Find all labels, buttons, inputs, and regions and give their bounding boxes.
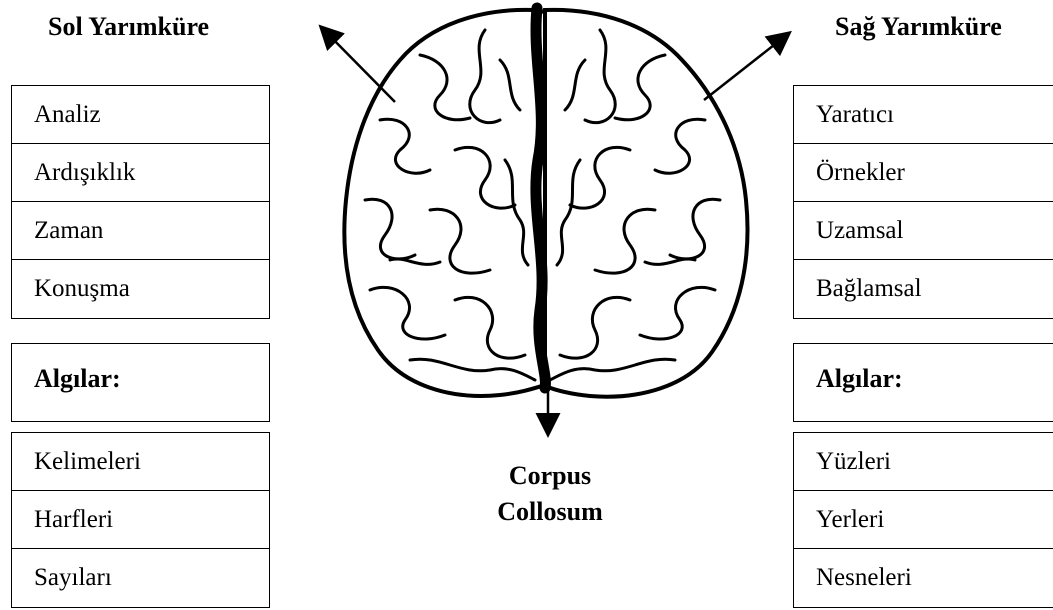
- left-functions-list: Analiz Ardışıklık Zaman Konuşma: [11, 85, 270, 319]
- arrow-right: [704, 34, 788, 100]
- arrow-left: [322, 28, 395, 102]
- list-item: Yüzleri: [794, 433, 1053, 491]
- list-item: Kelimeleri: [12, 433, 269, 491]
- list-item: Analiz: [12, 86, 269, 144]
- list-item: Bağlamsal: [794, 260, 1053, 318]
- list-item: Sayıları: [12, 549, 269, 607]
- list-item: Yaratıcı: [794, 86, 1053, 144]
- list-item: Harfleri: [12, 491, 269, 549]
- right-perception-list: Yüzleri Yerleri Nesneleri: [793, 432, 1053, 608]
- list-item: Nesneleri: [794, 549, 1053, 607]
- right-perception-header: Algılar:: [793, 343, 1053, 422]
- corpus-label-line1: Corpus: [470, 458, 630, 494]
- corpus-callosum-label: Corpus Collosum: [470, 458, 630, 530]
- list-item: Ardışıklık: [12, 144, 269, 202]
- list-item: Örnekler: [794, 144, 1053, 202]
- left-hemisphere-title: Sol Yarımküre: [48, 12, 209, 42]
- left-perception-list: Kelimeleri Harfleri Sayıları: [11, 432, 270, 608]
- list-item: Zaman: [12, 202, 269, 260]
- right-hemisphere-title: Sağ Yarımküre: [835, 12, 1002, 42]
- right-functions-list: Yaratıcı Örnekler Uzamsal Bağlamsal: [793, 85, 1053, 319]
- list-item: Konuşma: [12, 260, 269, 318]
- list-item: Yerleri: [794, 491, 1053, 549]
- corpus-label-line2: Collosum: [470, 494, 630, 530]
- left-perception-header: Algılar:: [11, 343, 270, 422]
- list-item: Uzamsal: [794, 202, 1053, 260]
